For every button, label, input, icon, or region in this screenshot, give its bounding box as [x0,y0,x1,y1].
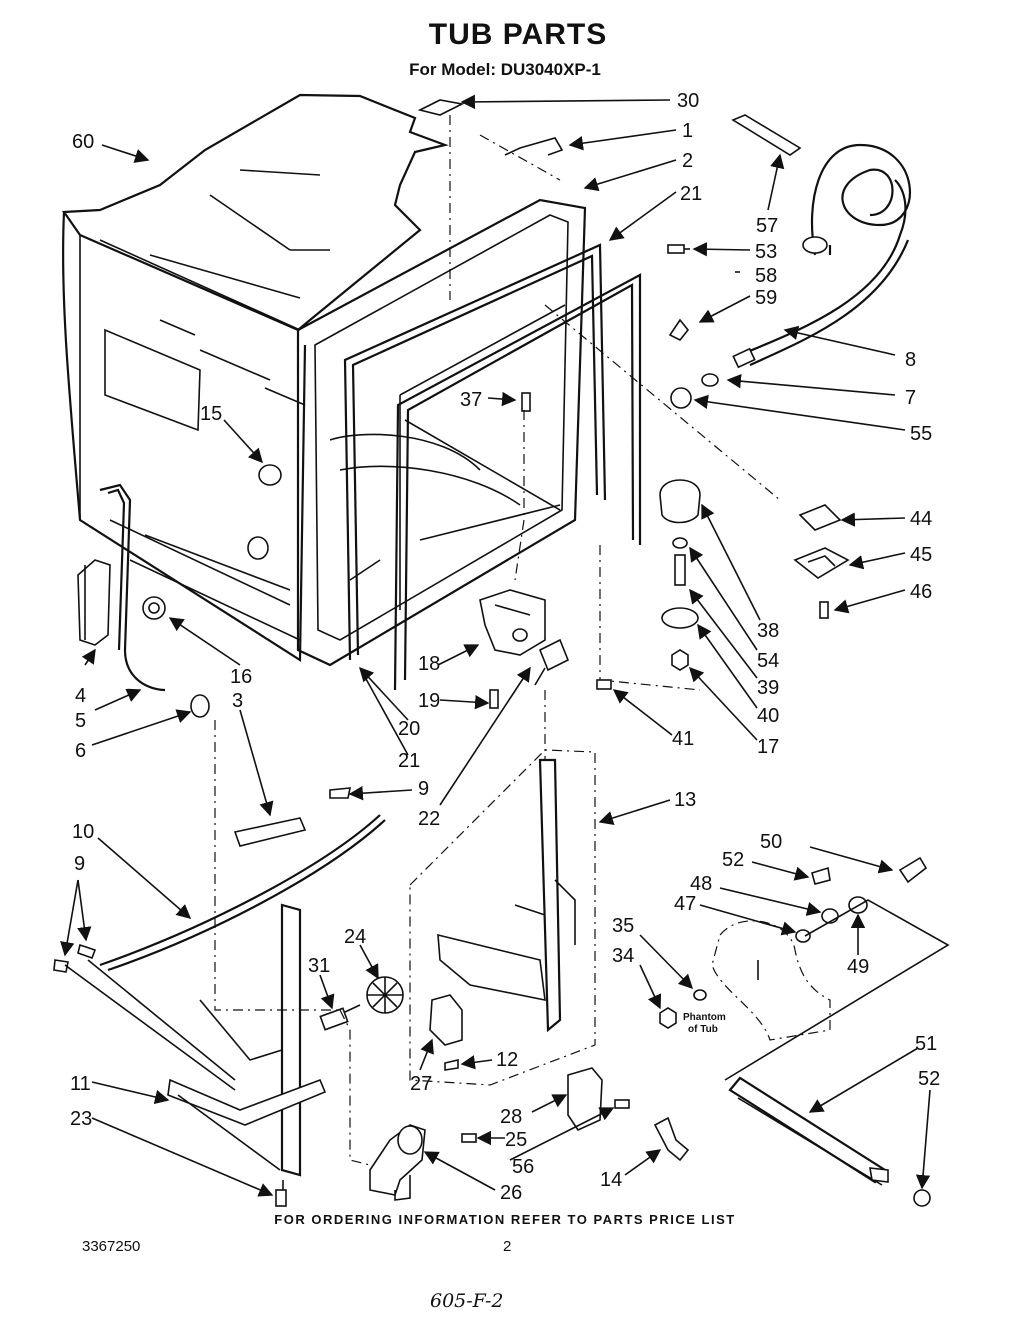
callout-17: 17 [757,736,779,758]
float-assembly [599,479,850,691]
lower-right-parts [659,856,950,1207]
callout-34: 34 [612,945,634,967]
callout-14: 14 [600,1169,622,1191]
tub-body [61,93,449,662]
lower-center-parts [319,749,596,1086]
callout-leaders [60,94,931,1197]
handwritten-note: 605-F-2 [430,1290,504,1312]
callout-22: 22 [418,808,440,830]
callout-23: 23 [70,1108,92,1130]
callout-56: 56 [512,1156,534,1178]
callout-35: 35 [612,915,634,937]
callout-6: 6 [75,740,86,762]
callout-59: 59 [755,287,777,309]
left-side-parts [77,483,340,1011]
callout-47: 47 [674,893,696,915]
callout-50: 50 [760,831,782,853]
callout-10: 10 [72,821,94,843]
callout-21-bottom: 21 [398,750,420,772]
callout-13: 13 [674,789,696,811]
callout-26: 26 [500,1182,522,1204]
callout-31: 31 [308,955,330,977]
callout-38: 38 [757,620,779,642]
callout-7: 7 [905,387,916,409]
lower-left-parts [53,787,386,1207]
top-parts [417,99,564,300]
ordering-note: FOR ORDERING INFORMATION REFER TO PARTS … [274,1212,736,1227]
bottom-center-parts [339,1009,690,1201]
callout-30: 30 [677,90,699,112]
callout-9-mid: 9 [418,778,429,800]
document-number: 3367250 [82,1238,141,1255]
page-number: 2 [503,1238,512,1255]
callout-20: 20 [398,718,420,740]
callout-9-left: 9 [74,853,85,875]
callout-2: 2 [682,150,693,172]
callout-45: 45 [910,544,932,566]
callout-52-top: 52 [722,849,744,871]
model-subtitle: For Model: DU3040XP-1 [409,60,601,79]
phantom-label-2: of Tub [688,1024,718,1035]
callout-8: 8 [905,349,916,371]
callout-60: 60 [72,131,94,153]
callout-57: 57 [756,215,778,237]
callout-39: 39 [757,677,779,699]
callout-1: 1 [682,120,693,142]
callout-49: 49 [847,956,869,978]
hose-assembly [544,114,912,501]
callout-16: 16 [230,666,252,688]
center-parts [479,392,612,760]
callout-37: 37 [460,389,482,411]
callout-4: 4 [75,685,86,707]
callout-55: 55 [910,423,932,445]
callout-40: 40 [757,705,779,727]
callout-25: 25 [505,1129,527,1151]
callout-41: 41 [672,728,694,750]
callout-53: 53 [755,241,777,263]
callout-24: 24 [344,926,366,948]
callout-54: 54 [757,650,779,672]
phantom-label: Phantom [683,1012,726,1023]
callout-12: 12 [496,1049,518,1071]
door-gaskets [343,243,642,691]
callout-58: 58 [755,265,777,287]
callout-11: 11 [70,1073,91,1095]
callout-19: 19 [418,690,440,712]
tub-front-frame [296,198,587,667]
callout-numbers: 60 30 1 2 21 57 53 58 59 8 7 55 37 15 44… [70,90,940,1204]
callout-28: 28 [500,1106,522,1128]
callout-46: 46 [910,581,932,603]
callout-52-bottom: 52 [918,1068,940,1090]
callout-27: 27 [410,1073,432,1095]
callout-21-top: 21 [680,183,702,205]
callout-44: 44 [910,508,932,530]
callout-5: 5 [75,710,86,732]
callout-3: 3 [232,690,243,712]
callout-48: 48 [690,873,712,895]
callout-15: 15 [200,403,222,425]
callout-51: 51 [915,1033,937,1055]
callout-18: 18 [418,653,440,675]
page-title: TUB PARTS [428,18,608,51]
